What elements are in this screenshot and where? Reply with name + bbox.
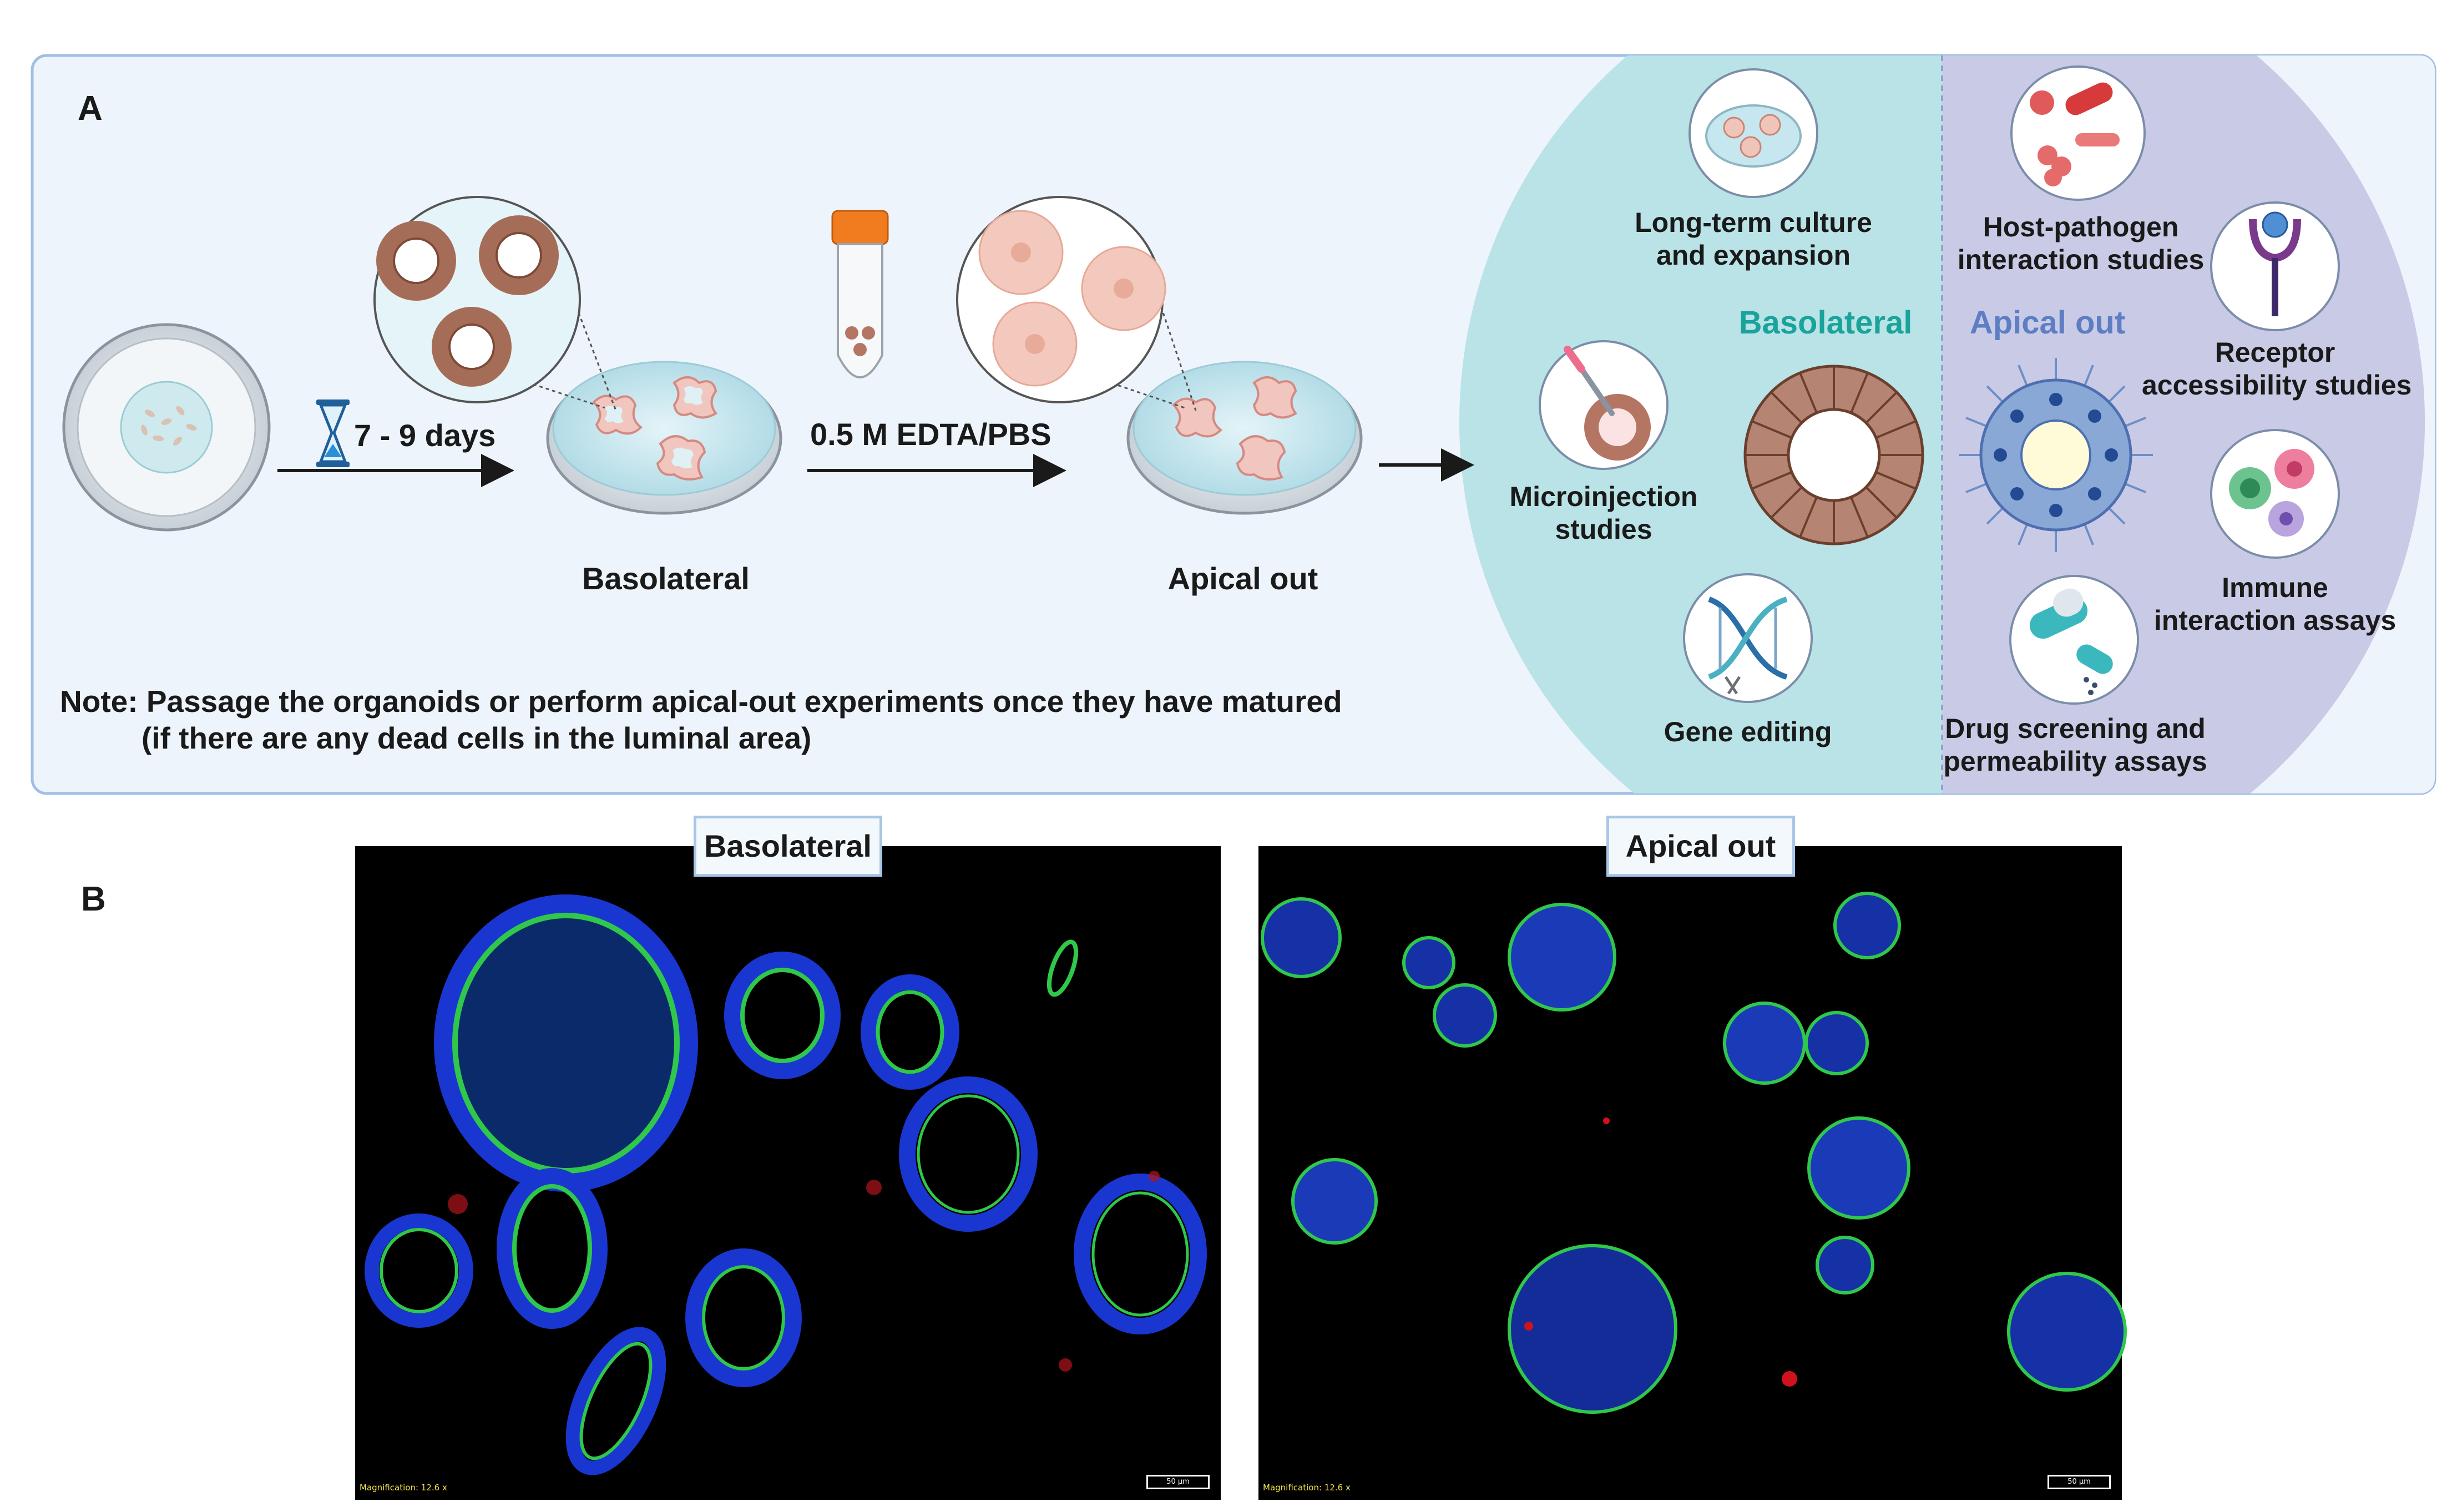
immune-line-2: interaction assays xyxy=(2153,604,2397,636)
panel-b-letter: B xyxy=(81,880,106,918)
petri-dish-icon xyxy=(62,323,271,532)
immune-line-1: Immune xyxy=(2222,572,2328,603)
apical-out-micrograph xyxy=(1258,846,2127,1500)
immune-label: Immune interaction assays xyxy=(2142,572,2408,636)
magnification-right: Magnification: 12.6 x xyxy=(1263,1483,1351,1493)
note-line-2: (if there are any dead cells in the lumi… xyxy=(141,721,812,755)
edta-tube-icon xyxy=(831,210,889,378)
gene-editing-label: Gene editing xyxy=(1664,716,1832,747)
drug-capsule-icon xyxy=(2009,575,2139,705)
receptor-line-1: Receptor xyxy=(2215,337,2335,368)
drug-screening-line-1: Drug screening and xyxy=(1945,713,2206,744)
basolateral-micrograph xyxy=(355,846,1221,1500)
basolateral-zoom-circle xyxy=(373,196,617,411)
long-term-culture-line-2: and expansion xyxy=(1656,239,1851,271)
panel-a-letter: A xyxy=(78,89,103,128)
receptor-line-2: accessibility studies xyxy=(2142,369,2412,401)
basolateral-organoid-icon xyxy=(1743,365,1924,545)
receptor-label: Receptor accessibility studies xyxy=(2142,336,2412,401)
microinjection-line-1: Microinjection xyxy=(1509,481,1698,512)
host-pathogen-label: Host-pathogen interaction studies xyxy=(1942,211,2220,276)
host-pathogen-icon xyxy=(2010,65,2146,201)
immune-cells-icon xyxy=(2210,429,2340,559)
scale-bar-left: 50 µm xyxy=(1146,1475,1210,1489)
apical-organoid-icon xyxy=(1959,358,2153,552)
scale-bar-right: 50 µm xyxy=(2048,1475,2111,1489)
apical-out-image-title: Apical out xyxy=(1606,816,1795,877)
reagent-label: 0.5 M EDTA/PBS xyxy=(810,417,1051,452)
magnification-left: Magnification: 12.6 x xyxy=(360,1483,447,1493)
basolateral-dish-icon xyxy=(546,361,782,515)
hourglass-icon xyxy=(316,400,350,467)
apical-zoom-circle xyxy=(956,196,1197,411)
host-pathogen-line-1: Host-pathogen xyxy=(1983,211,2179,242)
microinjection-line-2: studies xyxy=(1555,513,1652,545)
apical-out-header: Apical out xyxy=(1969,305,2126,341)
basolateral-organoid-ring xyxy=(376,215,559,387)
apical-dish-icon xyxy=(1126,361,1363,515)
microinjection-icon xyxy=(1539,340,1669,470)
long-term-culture-icon xyxy=(1688,68,1818,198)
note-line-1: Note: Passage the organoids or perform a… xyxy=(60,684,1342,719)
long-term-culture-line-1: Long-term culture xyxy=(1635,207,1872,238)
receptor-icon xyxy=(2210,201,2340,331)
apical-step-label: Apical out xyxy=(1167,561,1318,596)
drug-screening-label: Drug screening and permeability assays xyxy=(1937,712,2214,777)
basolateral-step-label: Basolateral xyxy=(582,561,750,596)
duration-label: 7 - 9 days xyxy=(354,418,496,453)
host-pathogen-line-2: interaction studies xyxy=(1957,244,2205,275)
long-term-culture-label: Long-term culture and expansion xyxy=(1615,206,1892,271)
microinjection-label: Microinjection studies xyxy=(1493,481,1715,545)
drug-screening-line-2: permeability assays xyxy=(1943,745,2207,777)
basolateral-header: Basolateral xyxy=(1738,305,1913,341)
basolateral-image-title: Basolateral xyxy=(694,816,882,877)
gene-editing-icon xyxy=(1683,573,1813,703)
